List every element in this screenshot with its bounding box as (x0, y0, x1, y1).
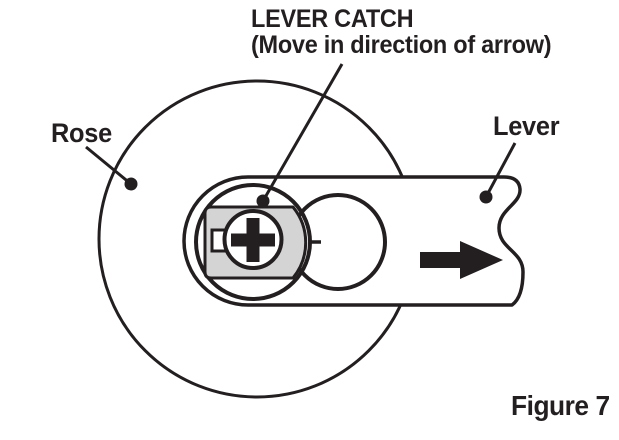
lever-label: Lever (493, 111, 560, 141)
rose-label: Rose (51, 118, 112, 148)
leader-line-rose (85, 145, 132, 186)
leader-line-lever (484, 142, 517, 198)
lever-catch-callout: LEVER CATCH (Move in direction of arrow) (251, 5, 552, 59)
direction-arrow-icon (420, 241, 503, 279)
figure-caption: Figure 7 (511, 390, 610, 421)
leader-dot-lever (479, 190, 493, 204)
phillips-cross-icon (231, 218, 275, 262)
leader-dot-lever-catch (256, 194, 270, 208)
leader-line-lever-catch (261, 63, 344, 202)
leader-dot-rose (124, 177, 138, 191)
lever-catch-callout-line1: LEVER CATCH (251, 5, 414, 33)
lever-catch-callout-line2: (Move in direction of arrow) (251, 31, 552, 59)
